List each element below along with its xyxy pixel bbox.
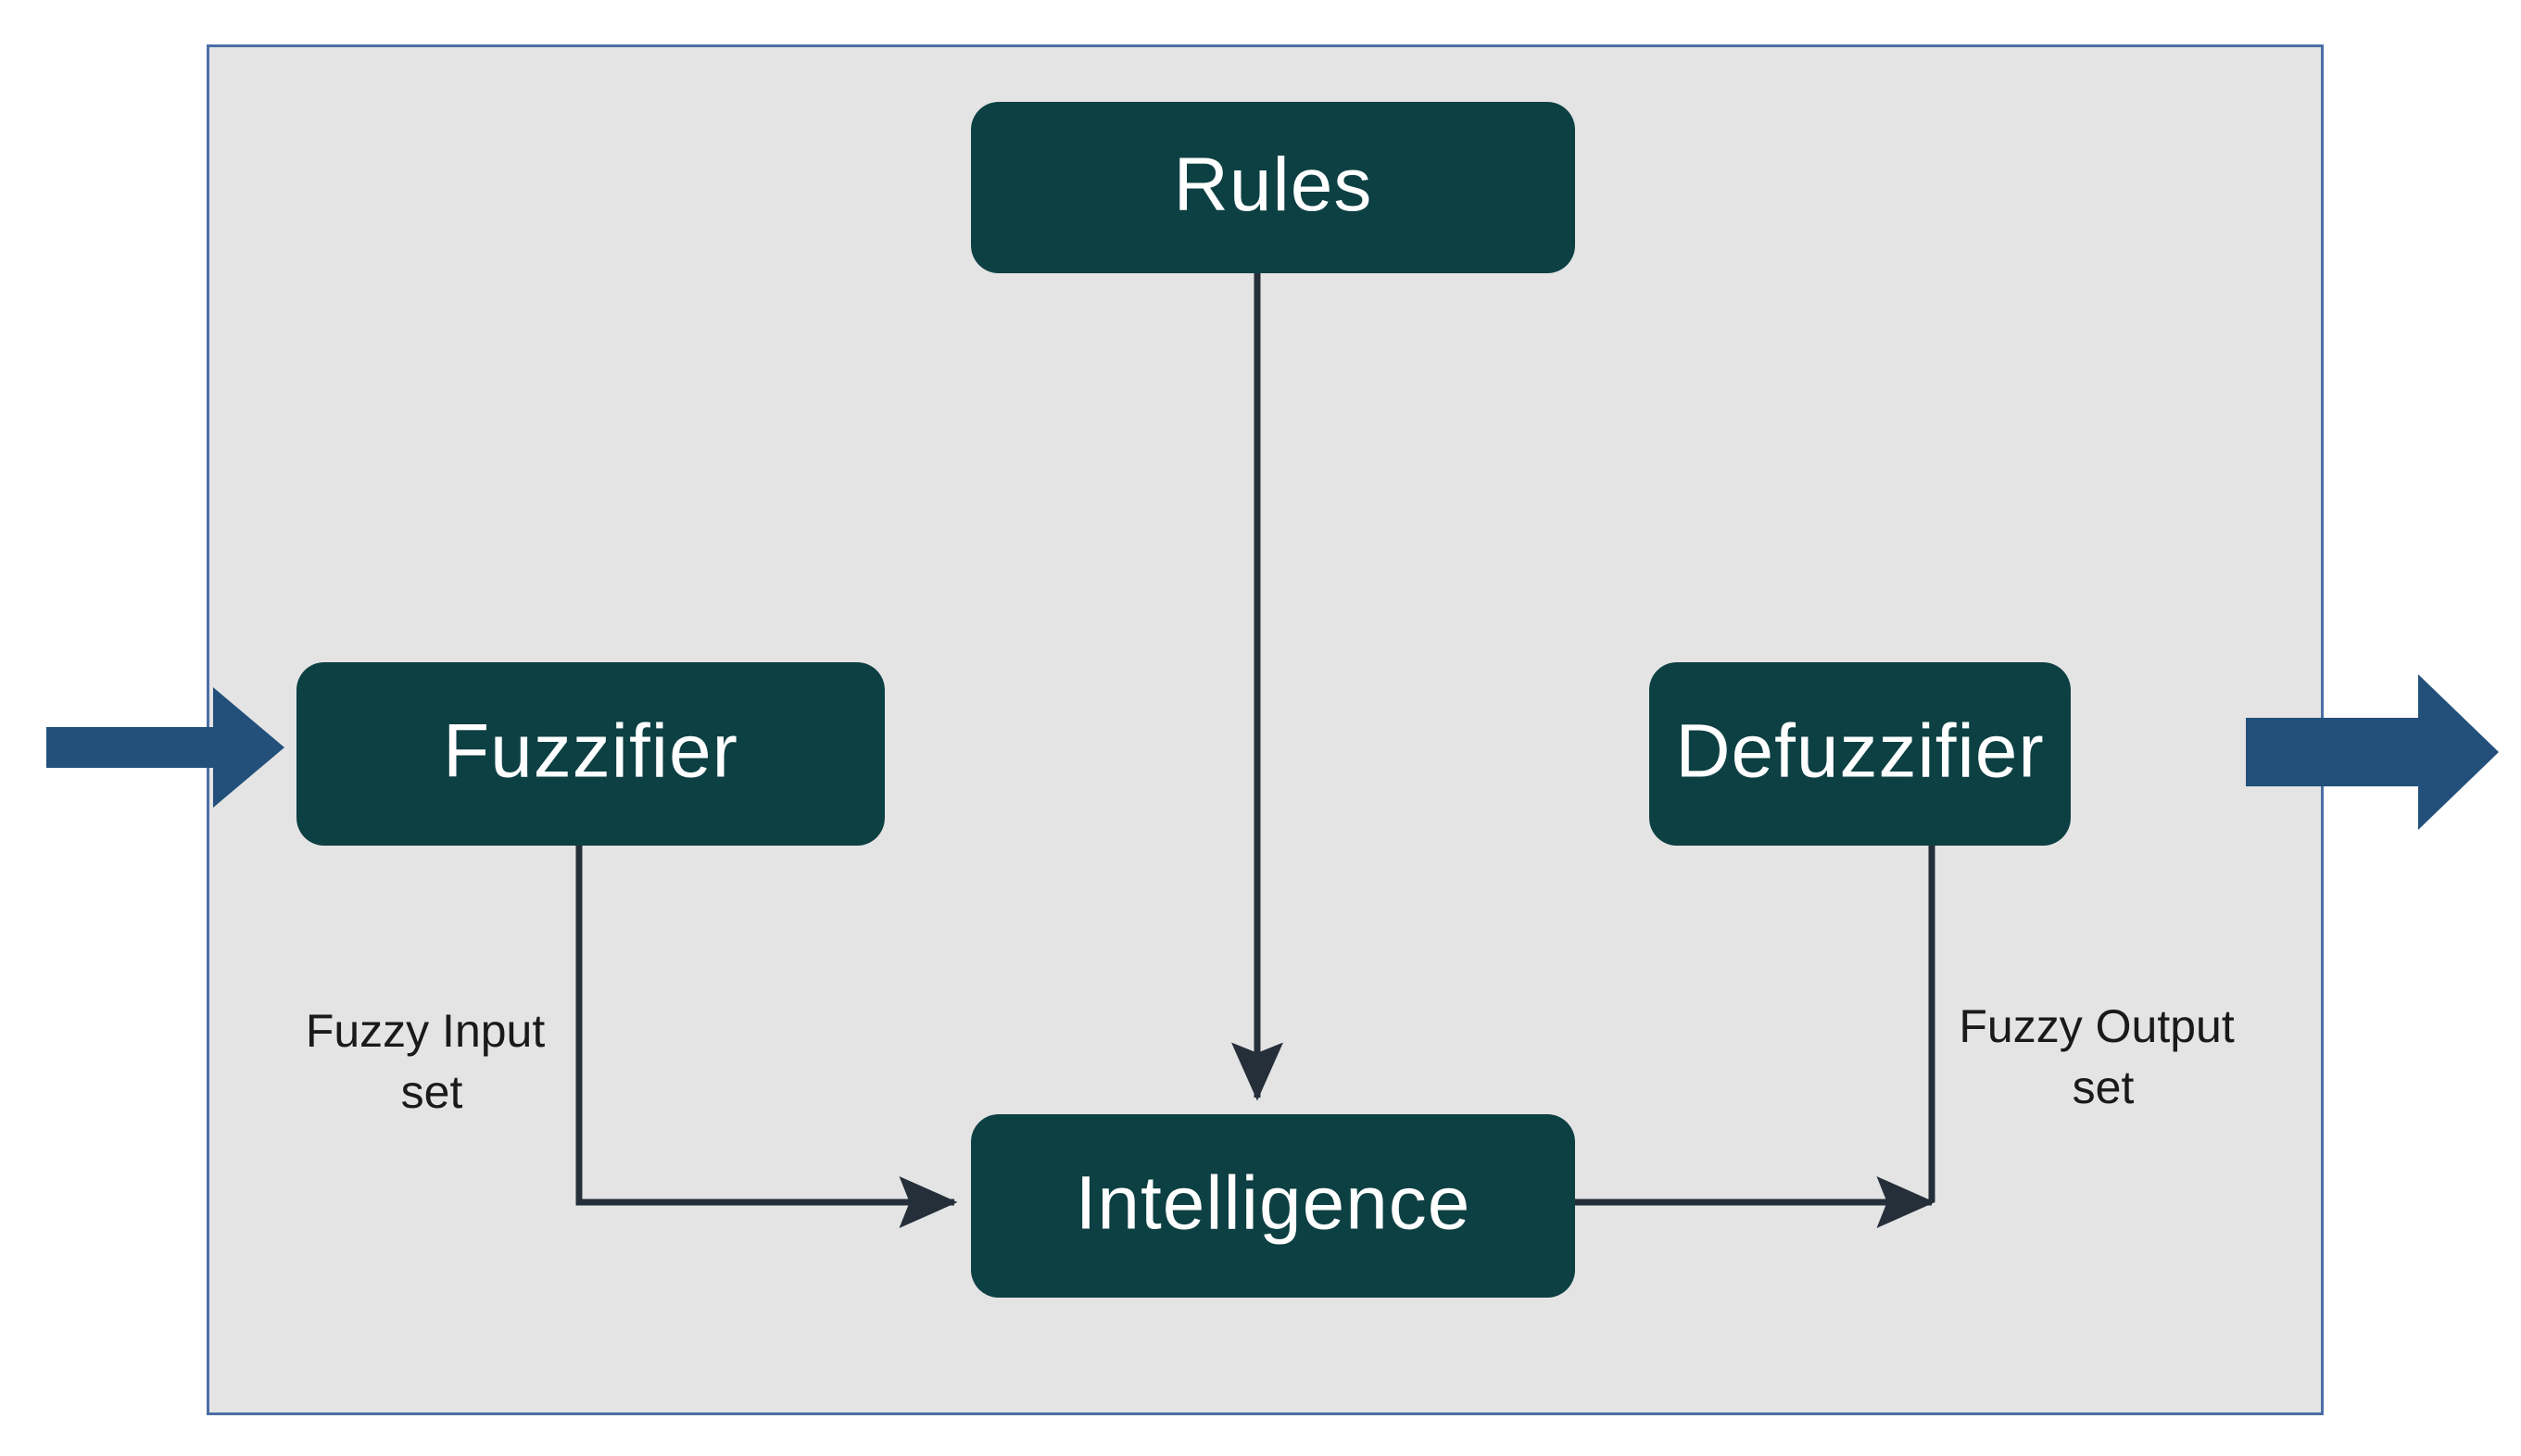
edge-label-fuzzy-input-set: Fuzzy Input set (306, 1005, 558, 1118)
node-defuzzifier-box[interactable] (1649, 662, 2071, 846)
crisp-output-arrow (2246, 674, 2499, 830)
edge-label-fuzzy-output-set: Fuzzy Output set (1959, 1000, 2247, 1113)
node-fuzzifier-label: Fuzzifier (443, 709, 738, 794)
node-intelligence-label: Intelligence (1076, 1161, 1471, 1246)
edge-label-fuzzy-output-set-line-1: Fuzzy Output (1959, 1000, 2234, 1052)
edge-label-fuzzy-input-set-line-2: set (401, 1066, 463, 1118)
connector-intelligence-to-defuzzifier (1575, 846, 1935, 1228)
node-rules[interactable]: Rules (971, 102, 1575, 273)
node-rules-label: Rules (1174, 143, 1373, 227)
node-defuzzifier-label: Defuzzifier (1675, 709, 2044, 794)
node-intelligence-box[interactable] (971, 1114, 1575, 1298)
node-fuzzifier[interactable]: Fuzzifier (296, 662, 885, 846)
edge-label-fuzzy-input-set-line-1: Fuzzy Input (306, 1005, 546, 1057)
node-intelligence[interactable]: Intelligence (971, 1114, 1575, 1298)
node-rules-box[interactable] (971, 102, 1575, 273)
crisp-input-arrow (46, 687, 284, 808)
node-defuzzifier[interactable]: Defuzzifier (1649, 662, 2071, 846)
connector-fuzzifier-to-intelligence (575, 846, 958, 1228)
edge-label-fuzzy-output-set-line-2: set (2073, 1061, 2135, 1113)
node-fuzzifier-box[interactable] (296, 662, 885, 846)
